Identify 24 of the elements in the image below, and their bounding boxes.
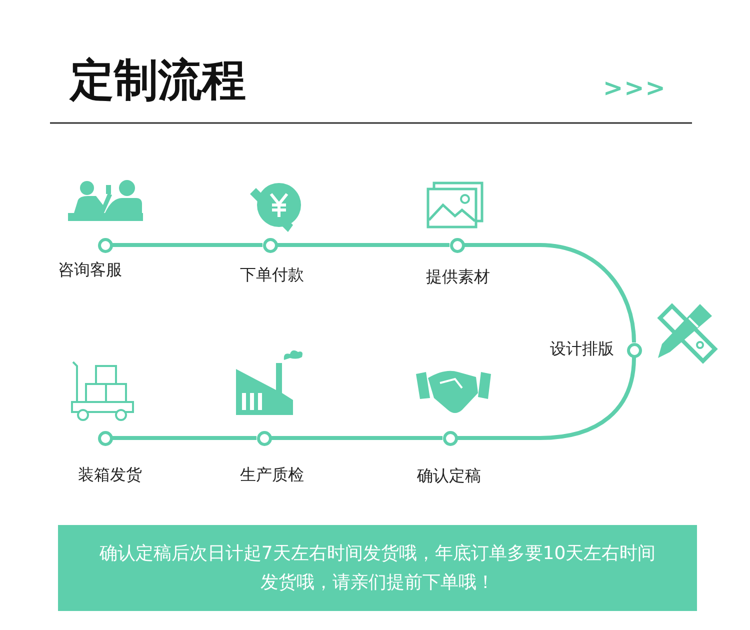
- connector-line: [278, 243, 450, 247]
- step-marker: [450, 238, 464, 252]
- step-label: 生产质检: [240, 465, 304, 485]
- connector-line: [272, 436, 442, 440]
- step-marker: [256, 430, 272, 446]
- step-label: 装箱发货: [78, 465, 142, 485]
- step-label: 确认定稿: [417, 466, 481, 486]
- connector-line: [112, 243, 262, 247]
- step-label: 咨询客服: [58, 260, 122, 280]
- chevron-text: >>>: [603, 74, 666, 102]
- step-label: 下单付款: [240, 265, 304, 285]
- title: 定制流程: [70, 55, 246, 107]
- step-marker: [262, 238, 278, 252]
- connector-line: [464, 243, 636, 343]
- step-marker: [98, 238, 112, 252]
- notice-banner: [58, 525, 697, 611]
- notice-text: 确认定稿后次日计起7天左右时间发货哦，年底订单多要10天左右时间发货哦，请亲们提前下单哦！: [98, 542, 657, 595]
- step-label: 设计排版: [550, 339, 614, 359]
- connector-line: [458, 357, 636, 440]
- connector-line: [112, 436, 256, 440]
- step-marker: [98, 430, 112, 446]
- step-marker: [626, 342, 642, 358]
- step-marker: [442, 430, 458, 446]
- step-label: 提供素材: [426, 267, 490, 287]
